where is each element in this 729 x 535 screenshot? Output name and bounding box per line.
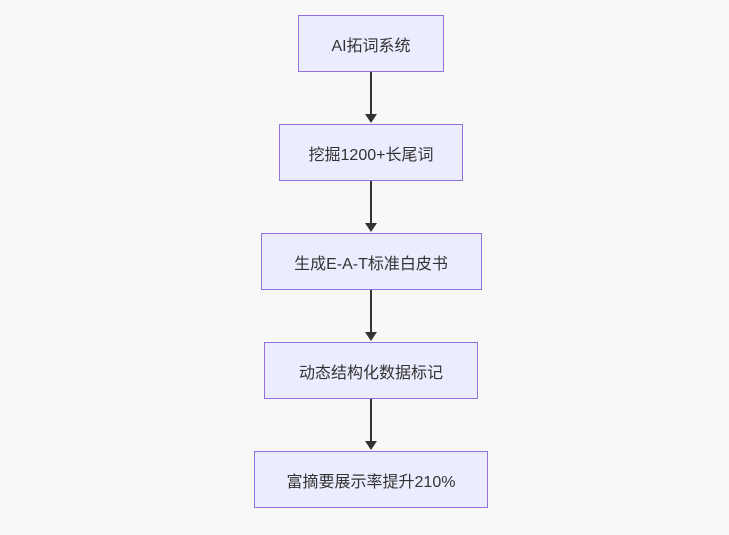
- node-label: 挖掘1200+长尾词: [308, 146, 434, 164]
- flowchart-node-eat-whitepaper: 生成E-A-T标准白皮书: [260, 233, 482, 290]
- arrow-line: [370, 72, 372, 116]
- flowchart-node-rich-snippet-result: 富摘要展示率提升210%: [254, 451, 488, 508]
- arrow-line: [370, 181, 372, 225]
- arrow-line: [370, 290, 372, 334]
- node-label: AI拓词系统: [331, 37, 411, 55]
- node-label: 富摘要展示率提升210%: [286, 473, 456, 491]
- arrow-head-icon: [365, 114, 377, 123]
- flow-arrow-3: [365, 290, 377, 342]
- arrow-line: [370, 399, 372, 443]
- arrow-head-icon: [365, 441, 377, 450]
- flow-arrow-1: [365, 72, 377, 124]
- flow-arrow-4: [365, 399, 377, 451]
- arrow-head-icon: [365, 332, 377, 341]
- flowchart-node-ai-word-expansion: AI拓词系统: [298, 15, 444, 72]
- flowchart-node-longtail-mining: 挖掘1200+长尾词: [279, 124, 463, 181]
- flow-arrow-2: [365, 181, 377, 233]
- arrow-head-icon: [365, 223, 377, 232]
- flowchart-node-structured-data: 动态结构化数据标记: [264, 342, 478, 399]
- flowchart: AI拓词系统 挖掘1200+长尾词 生成E-A-T标准白皮书 动态结构化数据标记…: [254, 15, 488, 508]
- node-label: 动态结构化数据标记: [298, 364, 443, 382]
- node-label: 生成E-A-T标准白皮书: [294, 255, 448, 273]
